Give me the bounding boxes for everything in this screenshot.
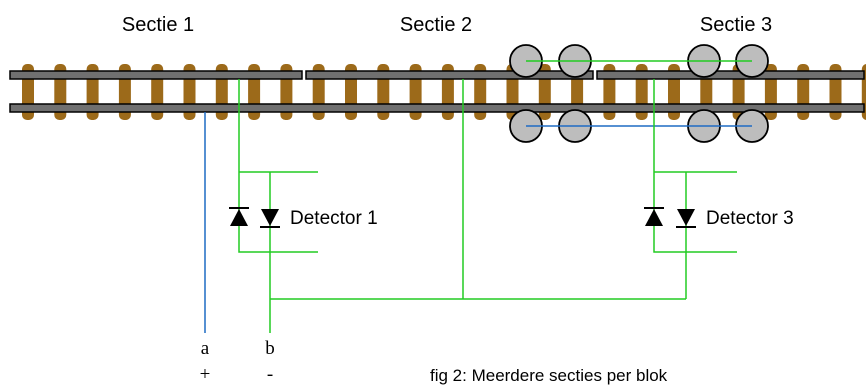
detector-1-diode-up [229,207,249,226]
section-3-label: Sectie 3 [700,14,772,36]
figure-caption: fig 2: Meerdere secties per blok [430,366,668,385]
detector-3-diode-down [676,209,696,228]
detector-3-wire-left [653,79,737,253]
detector-3-label: Detector 3 [706,208,794,229]
rail-segment-top-3 [596,70,865,80]
terminal-plus-label: + [200,364,211,385]
terminal-minus-label: - [267,364,273,385]
terminal-a-label: a [201,338,210,359]
wiring [204,79,737,333]
section-1-label: Sectie 1 [122,14,194,36]
terminal-b-label: b [265,338,275,359]
section-2-label: Sectie 2 [400,14,472,36]
detector-1-label: Detector 1 [290,208,378,229]
railway-track [9,64,866,120]
rail-segment-top-2 [305,70,594,80]
detector-3-diode-up [644,207,664,226]
rail-bottom [9,103,865,113]
detector-1-diode-down [260,209,280,228]
train-wheels [509,44,769,143]
rails [9,70,865,113]
diodes [229,207,696,228]
detector-1-wire-left [238,79,318,253]
rail-segment-top-1 [9,70,303,80]
